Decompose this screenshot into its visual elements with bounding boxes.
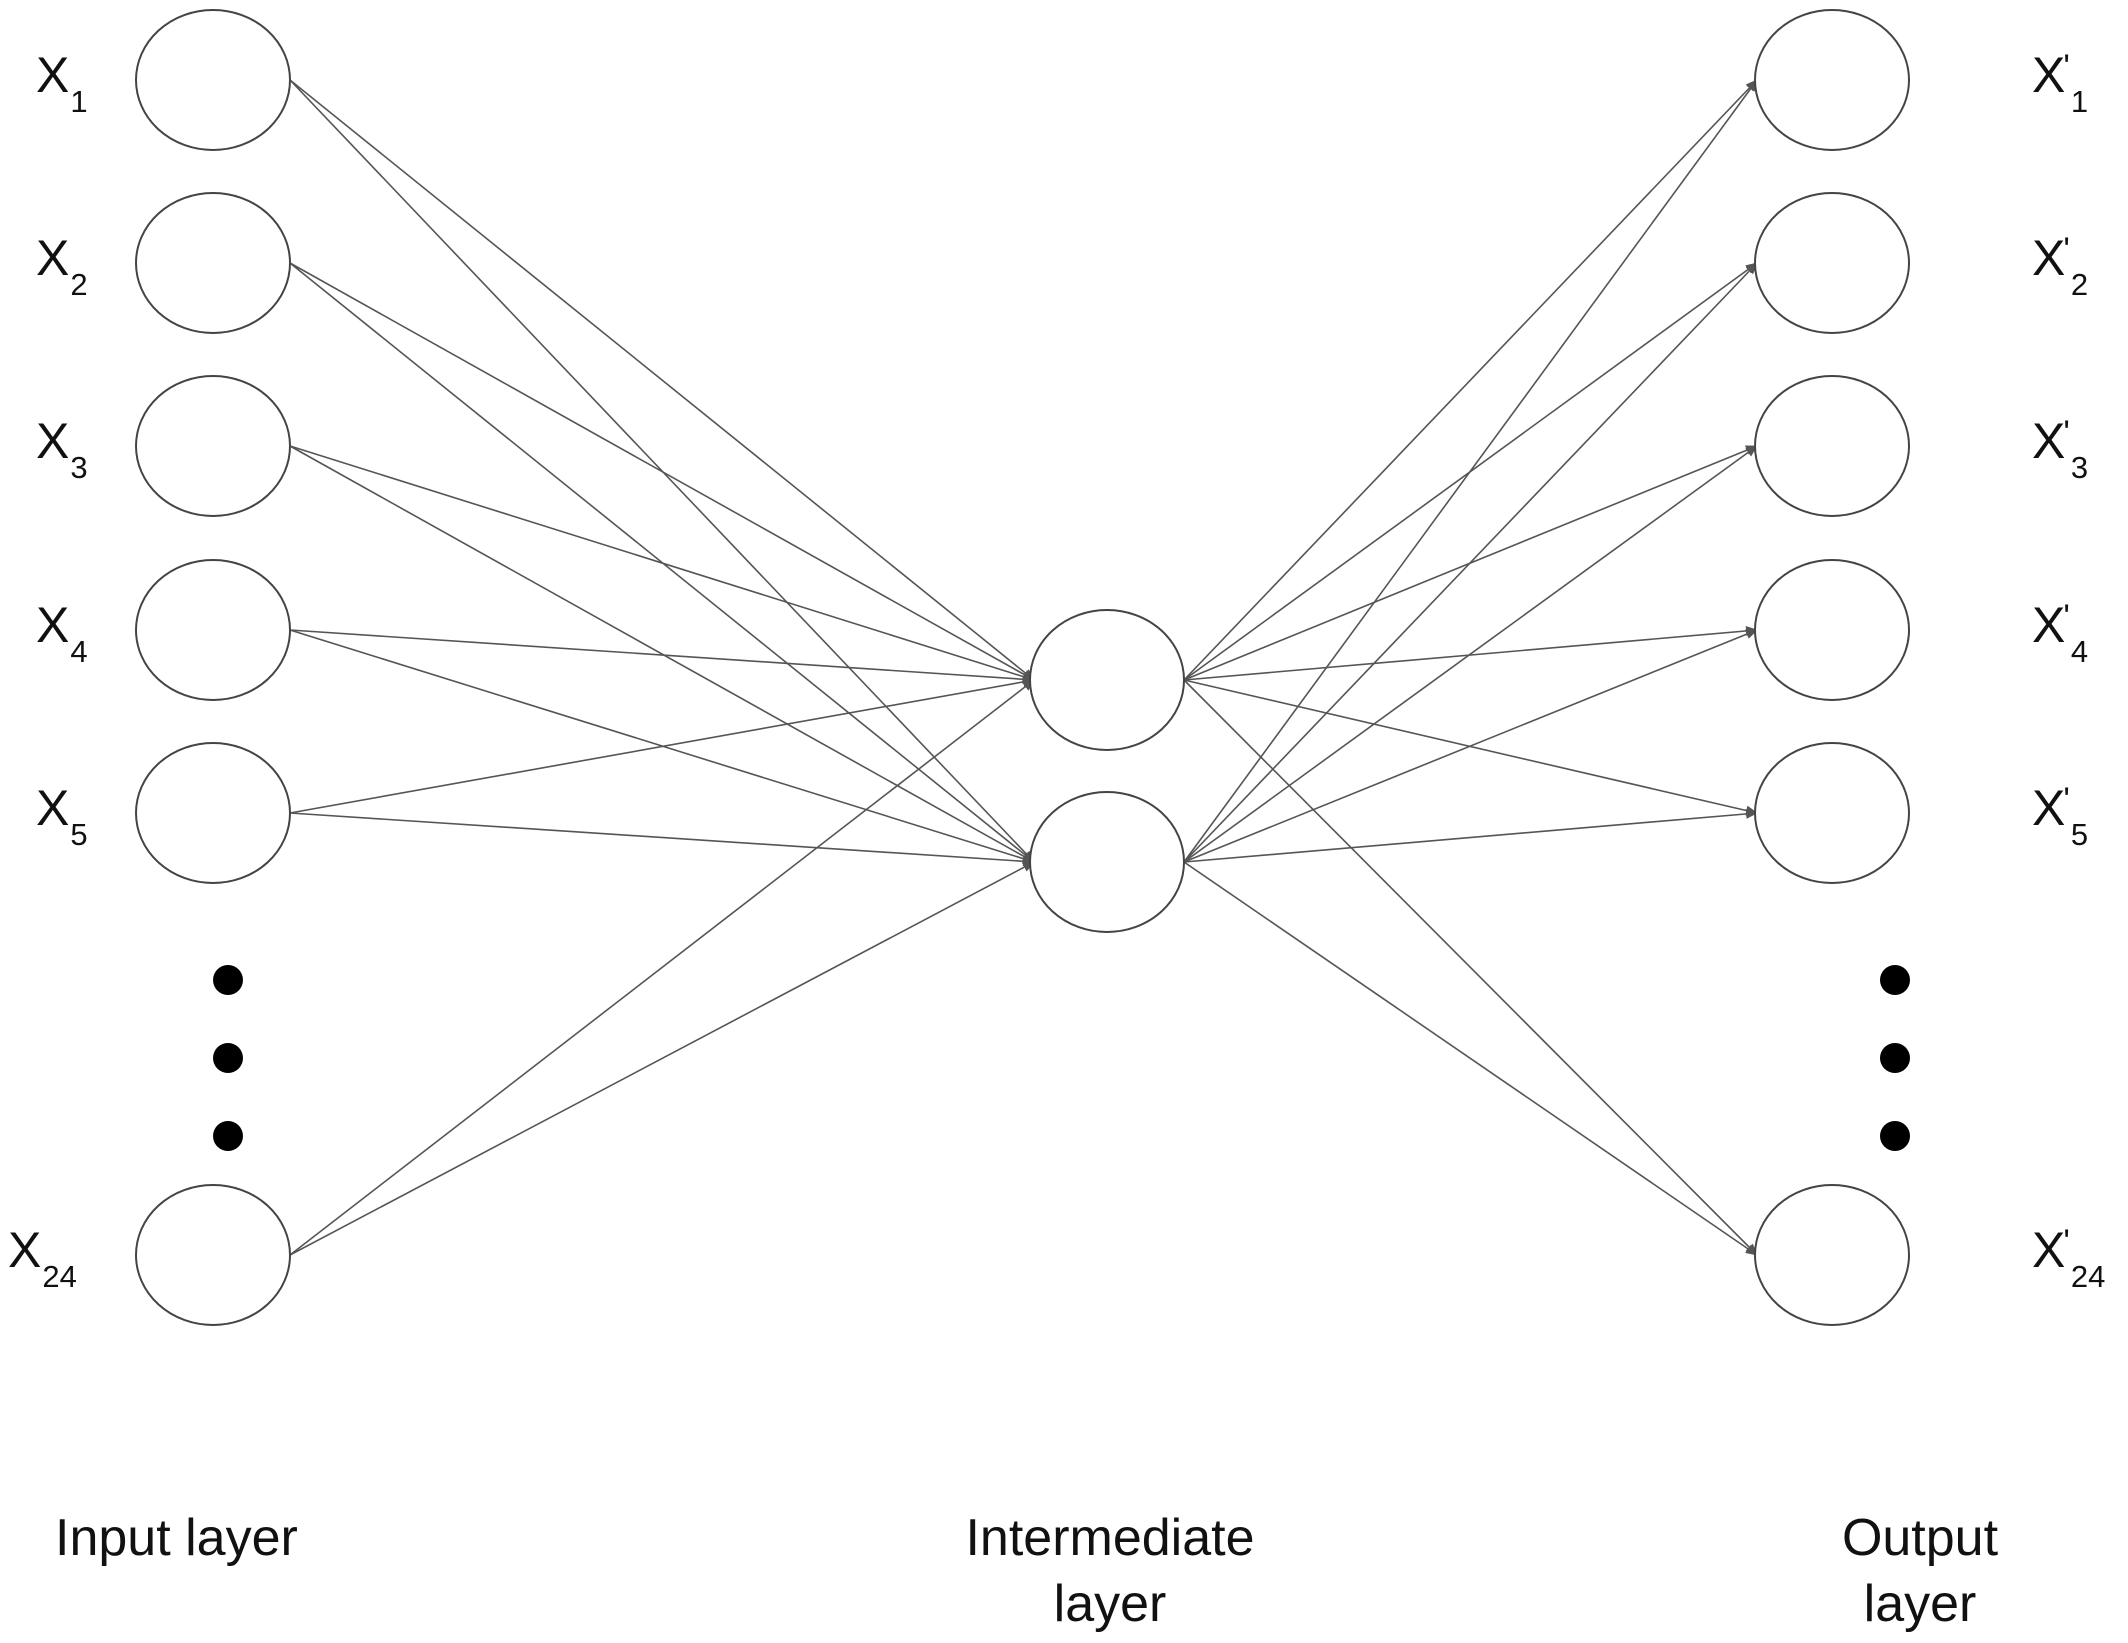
output-caption-line1: Output: [1841, 1509, 1999, 1567]
output-ellipsis-dot-3: [1880, 1121, 1910, 1151]
output-label-1: X'1: [2032, 47, 2088, 117]
input-label-5-symbol: X: [36, 780, 70, 836]
input-label-6-symbol: X: [8, 1222, 42, 1278]
output-node-5: [1754, 742, 1910, 884]
connection-edges: [289, 79, 1758, 1256]
edge-input-1-to-hidden-1: [289, 79, 1035, 681]
output-label-2-symbol: X: [2032, 230, 2066, 286]
edge-hidden-2-to-output-6: [1183, 861, 1758, 1256]
output-label-4-subscript: 4: [2070, 634, 2089, 669]
output-label-5-subscript: 5: [2070, 817, 2089, 852]
edge-hidden-1-to-output-4: [1183, 625, 1758, 681]
input-node-5: [135, 742, 291, 884]
edge-input-2-to-hidden-1: [289, 262, 1035, 681]
input-node-2: [135, 192, 291, 334]
edge-hidden-1-to-output-1: [1183, 79, 1758, 681]
input-node-4: [135, 559, 291, 701]
input-label-6-subscript: 24: [42, 1259, 77, 1294]
output-label-6: X'24: [2032, 1222, 2105, 1292]
output-label-5-prime: ': [2063, 781, 2070, 819]
output-label-3-prime: ': [2063, 414, 2070, 452]
output-label-4: X'4: [2032, 597, 2088, 667]
edge-hidden-2-to-output-1: [1183, 79, 1758, 863]
input-label-6: X24: [8, 1222, 77, 1292]
ellipsis-dots: [213, 965, 1910, 1151]
input-node-3: [135, 375, 291, 517]
input-label-3: X3: [36, 413, 88, 483]
output-label-1-subscript: 1: [2070, 84, 2089, 119]
input-label-2-subscript: 2: [70, 267, 88, 302]
input-label-5-subscript: 5: [70, 817, 88, 852]
input-label-3-symbol: X: [36, 413, 70, 469]
input-layer-caption-text: Input layer: [55, 1509, 298, 1567]
output-label-6-prime: ': [2063, 1223, 2070, 1261]
output-label-4-prime: ': [2063, 598, 2070, 636]
output-label-5-symbol: X: [2032, 780, 2066, 836]
output-label-6-subscript: 24: [2070, 1259, 2106, 1294]
input-ellipsis-dot-2: [213, 1043, 243, 1073]
output-label-1-prime: ': [2063, 48, 2070, 86]
hidden-node-1: [1029, 609, 1185, 751]
edge-hidden-2-to-output-3: [1183, 445, 1758, 863]
edge-input-5-to-hidden-2: [289, 812, 1035, 867]
input-label-3-subscript: 3: [70, 450, 88, 485]
input-ellipsis-dot-3: [213, 1121, 243, 1151]
neuron-nodes: [135, 9, 1910, 1326]
output-node-2: [1754, 192, 1910, 334]
input-label-2-symbol: X: [36, 230, 70, 286]
output-label-3-subscript: 3: [2070, 450, 2089, 485]
input-label-1-symbol: X: [36, 47, 70, 103]
edge-input-3-to-hidden-2: [289, 445, 1035, 863]
edge-input-3-to-hidden-1: [289, 445, 1035, 682]
output-label-2: X'2: [2032, 230, 2088, 300]
output-node-4: [1754, 559, 1910, 701]
input-label-1-subscript: 1: [70, 84, 88, 119]
edge-hidden-2-to-output-5: [1183, 808, 1758, 863]
output-label-1-symbol: X: [2032, 47, 2066, 103]
input-label-4-symbol: X: [36, 597, 70, 653]
edge-hidden-2-to-output-2: [1183, 262, 1758, 863]
edge-input-4-to-hidden-1: [289, 629, 1035, 685]
edge-hidden-1-to-output-6: [1183, 679, 1758, 1256]
edge-hidden-2-to-output-4: [1183, 629, 1758, 863]
input-label-1: X1: [36, 47, 88, 117]
edge-input-6-to-hidden-2: [289, 861, 1035, 1256]
input-ellipsis-dot-1: [213, 965, 243, 995]
intermediate-caption-line2: layer: [1053, 1575, 1167, 1633]
edge-input-5-to-hidden-1: [289, 677, 1035, 814]
output-node-6: [1754, 1184, 1910, 1326]
output-layer-caption: Output layer: [1800, 1505, 2040, 1637]
input-label-5: X5: [36, 780, 88, 850]
output-node-1: [1754, 9, 1910, 151]
input-node-1: [135, 9, 291, 151]
output-ellipsis-dot-2: [1880, 1043, 1910, 1073]
hidden-node-2: [1029, 791, 1185, 933]
output-label-4-symbol: X: [2032, 597, 2066, 653]
edge-input-6-to-hidden-1: [289, 679, 1035, 1256]
input-label-2: X2: [36, 230, 88, 300]
output-label-2-subscript: 2: [2070, 267, 2089, 302]
output-label-3-symbol: X: [2032, 413, 2066, 469]
output-label-6-symbol: X: [2032, 1222, 2066, 1278]
output-label-5: X'5: [2032, 780, 2088, 850]
output-label-3: X'3: [2032, 413, 2088, 483]
output-label-2-prime: ': [2063, 231, 2070, 269]
output-caption-line2: layer: [1863, 1575, 1977, 1633]
intermediate-caption-line1: Intermediate: [965, 1509, 1255, 1567]
input-label-4-subscript: 4: [70, 634, 88, 669]
input-layer-caption: Input layer: [55, 1505, 298, 1571]
input-label-4: X4: [36, 597, 88, 667]
output-ellipsis-dot-1: [1880, 965, 1910, 995]
input-node-6: [135, 1184, 291, 1326]
intermediate-layer-caption: Intermediate layer: [930, 1505, 1290, 1637]
output-node-3: [1754, 375, 1910, 517]
